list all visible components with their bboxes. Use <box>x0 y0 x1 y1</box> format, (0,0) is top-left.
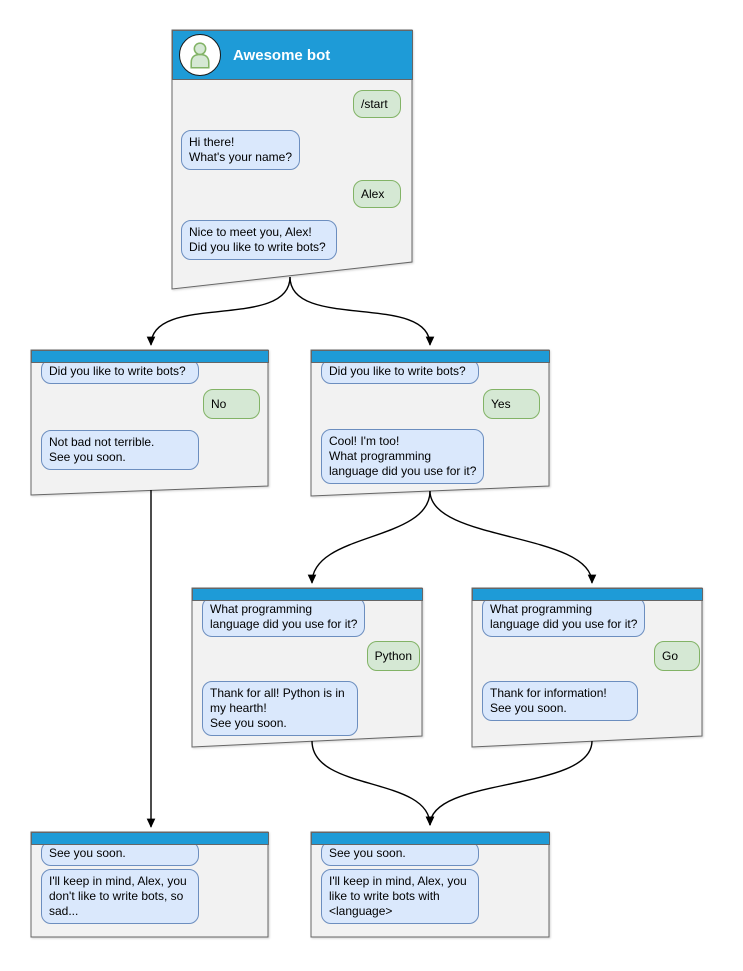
bot-message-bubble: Nice to meet you, Alex! Did you like to … <box>181 220 337 260</box>
bot-message-bubble: See you soon. <box>41 841 199 866</box>
connector-go-to-end-yes <box>425 740 593 826</box>
bot-message-bubble: Not bad not terrible. See you soon. <box>41 430 199 470</box>
user-message-bubble: Alex <box>353 180 401 208</box>
connector-root-to-no <box>146 276 291 346</box>
person-icon <box>190 42 210 69</box>
window-branch-yes-titlebar <box>311 350 550 363</box>
connector-root-to-yes <box>289 276 435 346</box>
bot-message-bubble: What programming language did you use fo… <box>482 597 646 637</box>
connector-yes-to-go <box>429 490 597 584</box>
window-lang-python-titlebar <box>192 588 423 601</box>
window-branch-no-titlebar <box>31 350 269 363</box>
user-message-bubble: Go <box>654 641 700 671</box>
window-end-no-titlebar <box>31 832 269 845</box>
bot-message-bubble: Hi there! What's your name? <box>181 130 301 170</box>
bot-message-bubble: Thank for all! Python is in my hearth! S… <box>202 681 358 736</box>
window-end-yes-titlebar <box>311 832 550 845</box>
window-root-title: Awesome bot <box>233 46 331 64</box>
bot-message-bubble: Cool! I'm too! What programming language… <box>321 429 485 484</box>
bot-message-bubble: What programming language did you use fo… <box>202 597 366 637</box>
user-message-bubble: /start <box>353 90 401 118</box>
user-message-bubble: No <box>203 389 260 419</box>
bot-message-bubble: Did you like to write bots? <box>321 359 479 384</box>
connector-yes-to-python <box>307 490 431 584</box>
bot-message-bubble: I'll keep in mind, Alex, you don't like … <box>41 869 199 924</box>
bot-message-bubble: Thank for information! See you soon. <box>482 681 638 721</box>
user-message-bubble: Python <box>366 641 420 671</box>
bot-message-bubble: I'll keep in mind, Alex, you like to wri… <box>321 869 479 924</box>
avatar <box>179 34 221 76</box>
user-message-bubble: Yes <box>483 389 540 419</box>
connector-python-to-end-yes <box>311 740 435 826</box>
bot-message-bubble: See you soon. <box>321 841 479 866</box>
bot-message-bubble: Did you like to write bots? <box>41 359 199 384</box>
window-lang-go-titlebar <box>472 588 703 601</box>
